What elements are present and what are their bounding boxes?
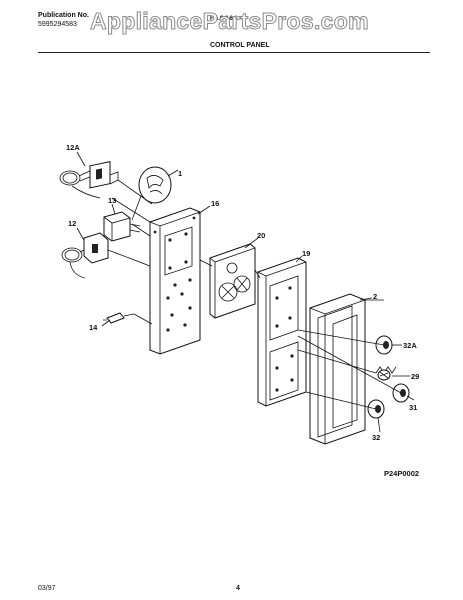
callout-29: 29	[411, 372, 419, 381]
publication-number: 5995294583	[38, 21, 77, 28]
callout-31: 31	[409, 403, 417, 412]
callout-16: 16	[211, 199, 219, 208]
callout-14: 14	[89, 323, 98, 332]
part-1-detail	[131, 166, 172, 221]
callout-32: 32	[372, 433, 380, 442]
header-divider	[38, 52, 430, 53]
model-number: FAC064	[210, 16, 239, 22]
part-16-mounting-plate	[149, 207, 201, 355]
callout-1: 1	[178, 169, 182, 178]
part-19-inner-panel	[257, 257, 307, 407]
part-12-thermostat	[61, 232, 109, 279]
callout-12a: 12A	[66, 143, 80, 152]
callout-12: 12	[68, 219, 76, 228]
exploded-guide-lines	[107, 179, 402, 410]
footer-date: 03/97	[38, 585, 56, 592]
part-29-spring	[375, 366, 397, 381]
callout-20: 20	[257, 231, 265, 240]
diagram-code: P24P0002	[384, 469, 419, 478]
part-14-connector	[103, 312, 135, 324]
part-20-board	[209, 243, 256, 319]
watermark: AppliancePartsPros.com	[90, 8, 370, 35]
callout-19: 19	[302, 249, 310, 258]
publication-label: Publication No.	[38, 12, 89, 19]
part-2-bezel-frame	[309, 293, 366, 445]
page-number: 4	[236, 585, 240, 592]
callout-13: 13	[108, 196, 116, 205]
part-13-switch	[103, 211, 141, 242]
callout-32a: 32A	[403, 341, 417, 350]
part-12a-thermostat	[59, 161, 119, 199]
callout-leaders	[76, 151, 415, 433]
section-title: CONTROL PANEL	[210, 42, 270, 49]
callout-2: 2	[373, 292, 377, 301]
part-32a-knob	[375, 335, 393, 355]
